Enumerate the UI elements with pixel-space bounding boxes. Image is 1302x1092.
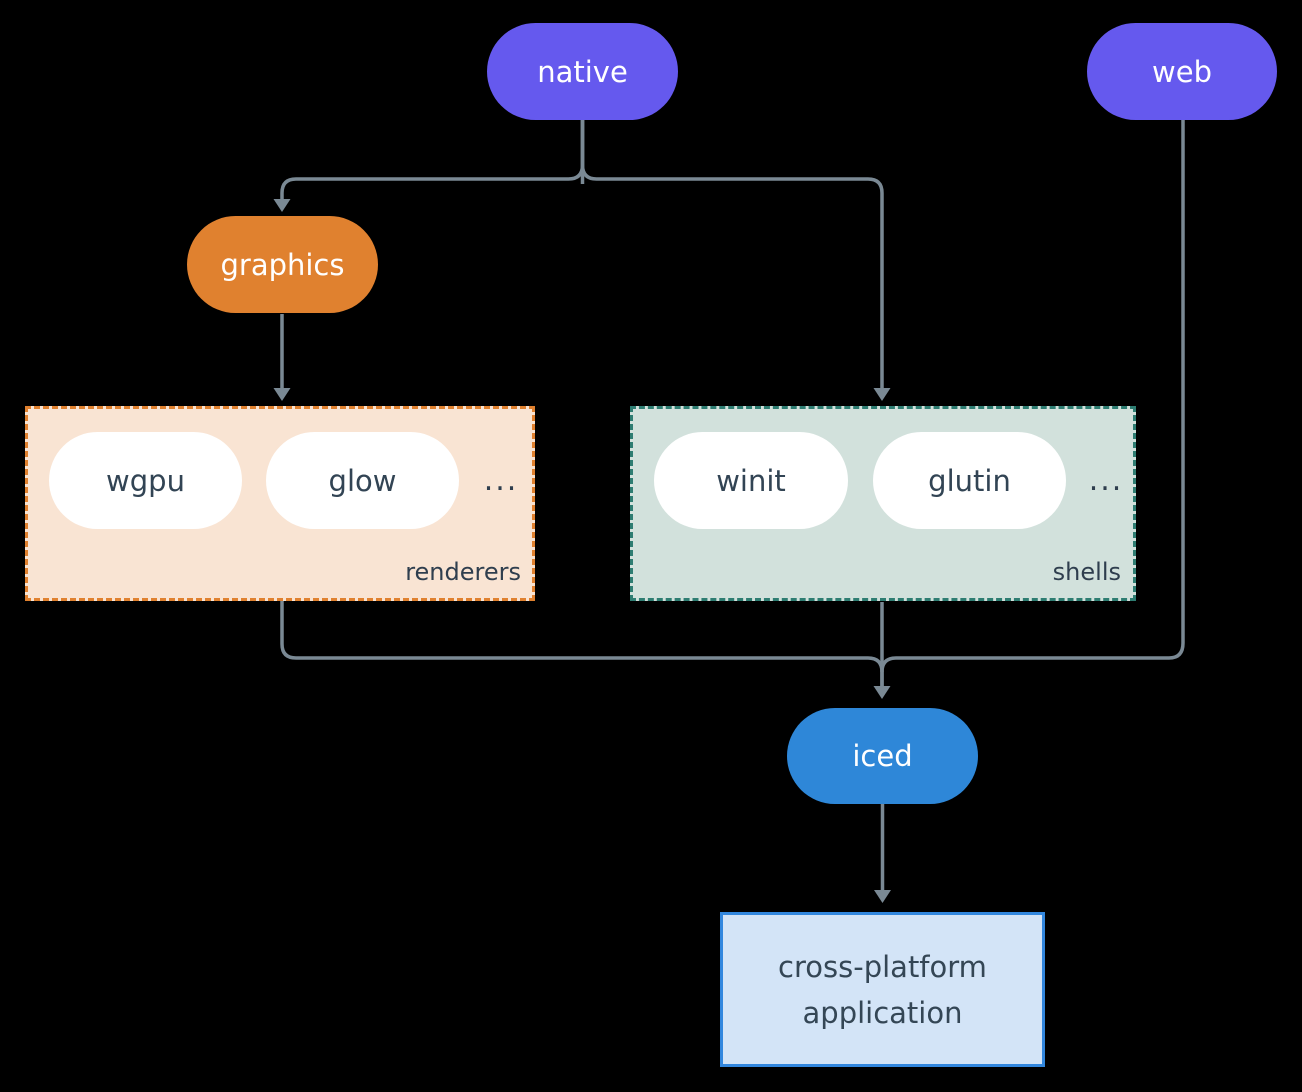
- node-app-label: cross-platform application: [778, 949, 987, 1030]
- node-graphics: graphics: [187, 216, 378, 313]
- node-native: native: [487, 23, 678, 120]
- node-wgpu: wgpu: [49, 432, 242, 529]
- node-cross-platform-application: cross-platform application: [720, 912, 1045, 1067]
- arrowhead-app: [874, 890, 891, 903]
- edge-renderers-to-junction: [280, 601, 884, 687]
- arrowhead-graphics: [273, 199, 291, 212]
- node-winit: winit: [654, 432, 848, 529]
- node-iced: iced: [787, 708, 978, 804]
- node-web: web: [1087, 23, 1277, 120]
- node-wgpu-label: wgpu: [106, 463, 185, 498]
- renderers-ellipsis: ...: [483, 463, 519, 498]
- node-glow-label: glow: [328, 463, 397, 498]
- node-glutin-label: glutin: [928, 463, 1011, 498]
- edge-native-to-graphics: [280, 119, 585, 199]
- shells-ellipsis: ...: [1088, 463, 1124, 498]
- arrowhead-shells: [873, 388, 891, 401]
- arrowhead-iced: [873, 686, 891, 699]
- node-graphics-label: graphics: [220, 247, 345, 282]
- node-iced-label: iced: [852, 739, 913, 773]
- group-shells-label: shells: [1052, 558, 1121, 586]
- group-renderers-label: renderers: [405, 558, 521, 586]
- arrowhead-renderers: [273, 388, 291, 401]
- node-glow: glow: [266, 432, 459, 529]
- node-winit-label: winit: [716, 463, 786, 498]
- node-glutin: glutin: [873, 432, 1066, 529]
- edge-native-to-shells: [580, 119, 884, 389]
- node-web-label: web: [1152, 54, 1212, 89]
- node-native-label: native: [537, 54, 628, 89]
